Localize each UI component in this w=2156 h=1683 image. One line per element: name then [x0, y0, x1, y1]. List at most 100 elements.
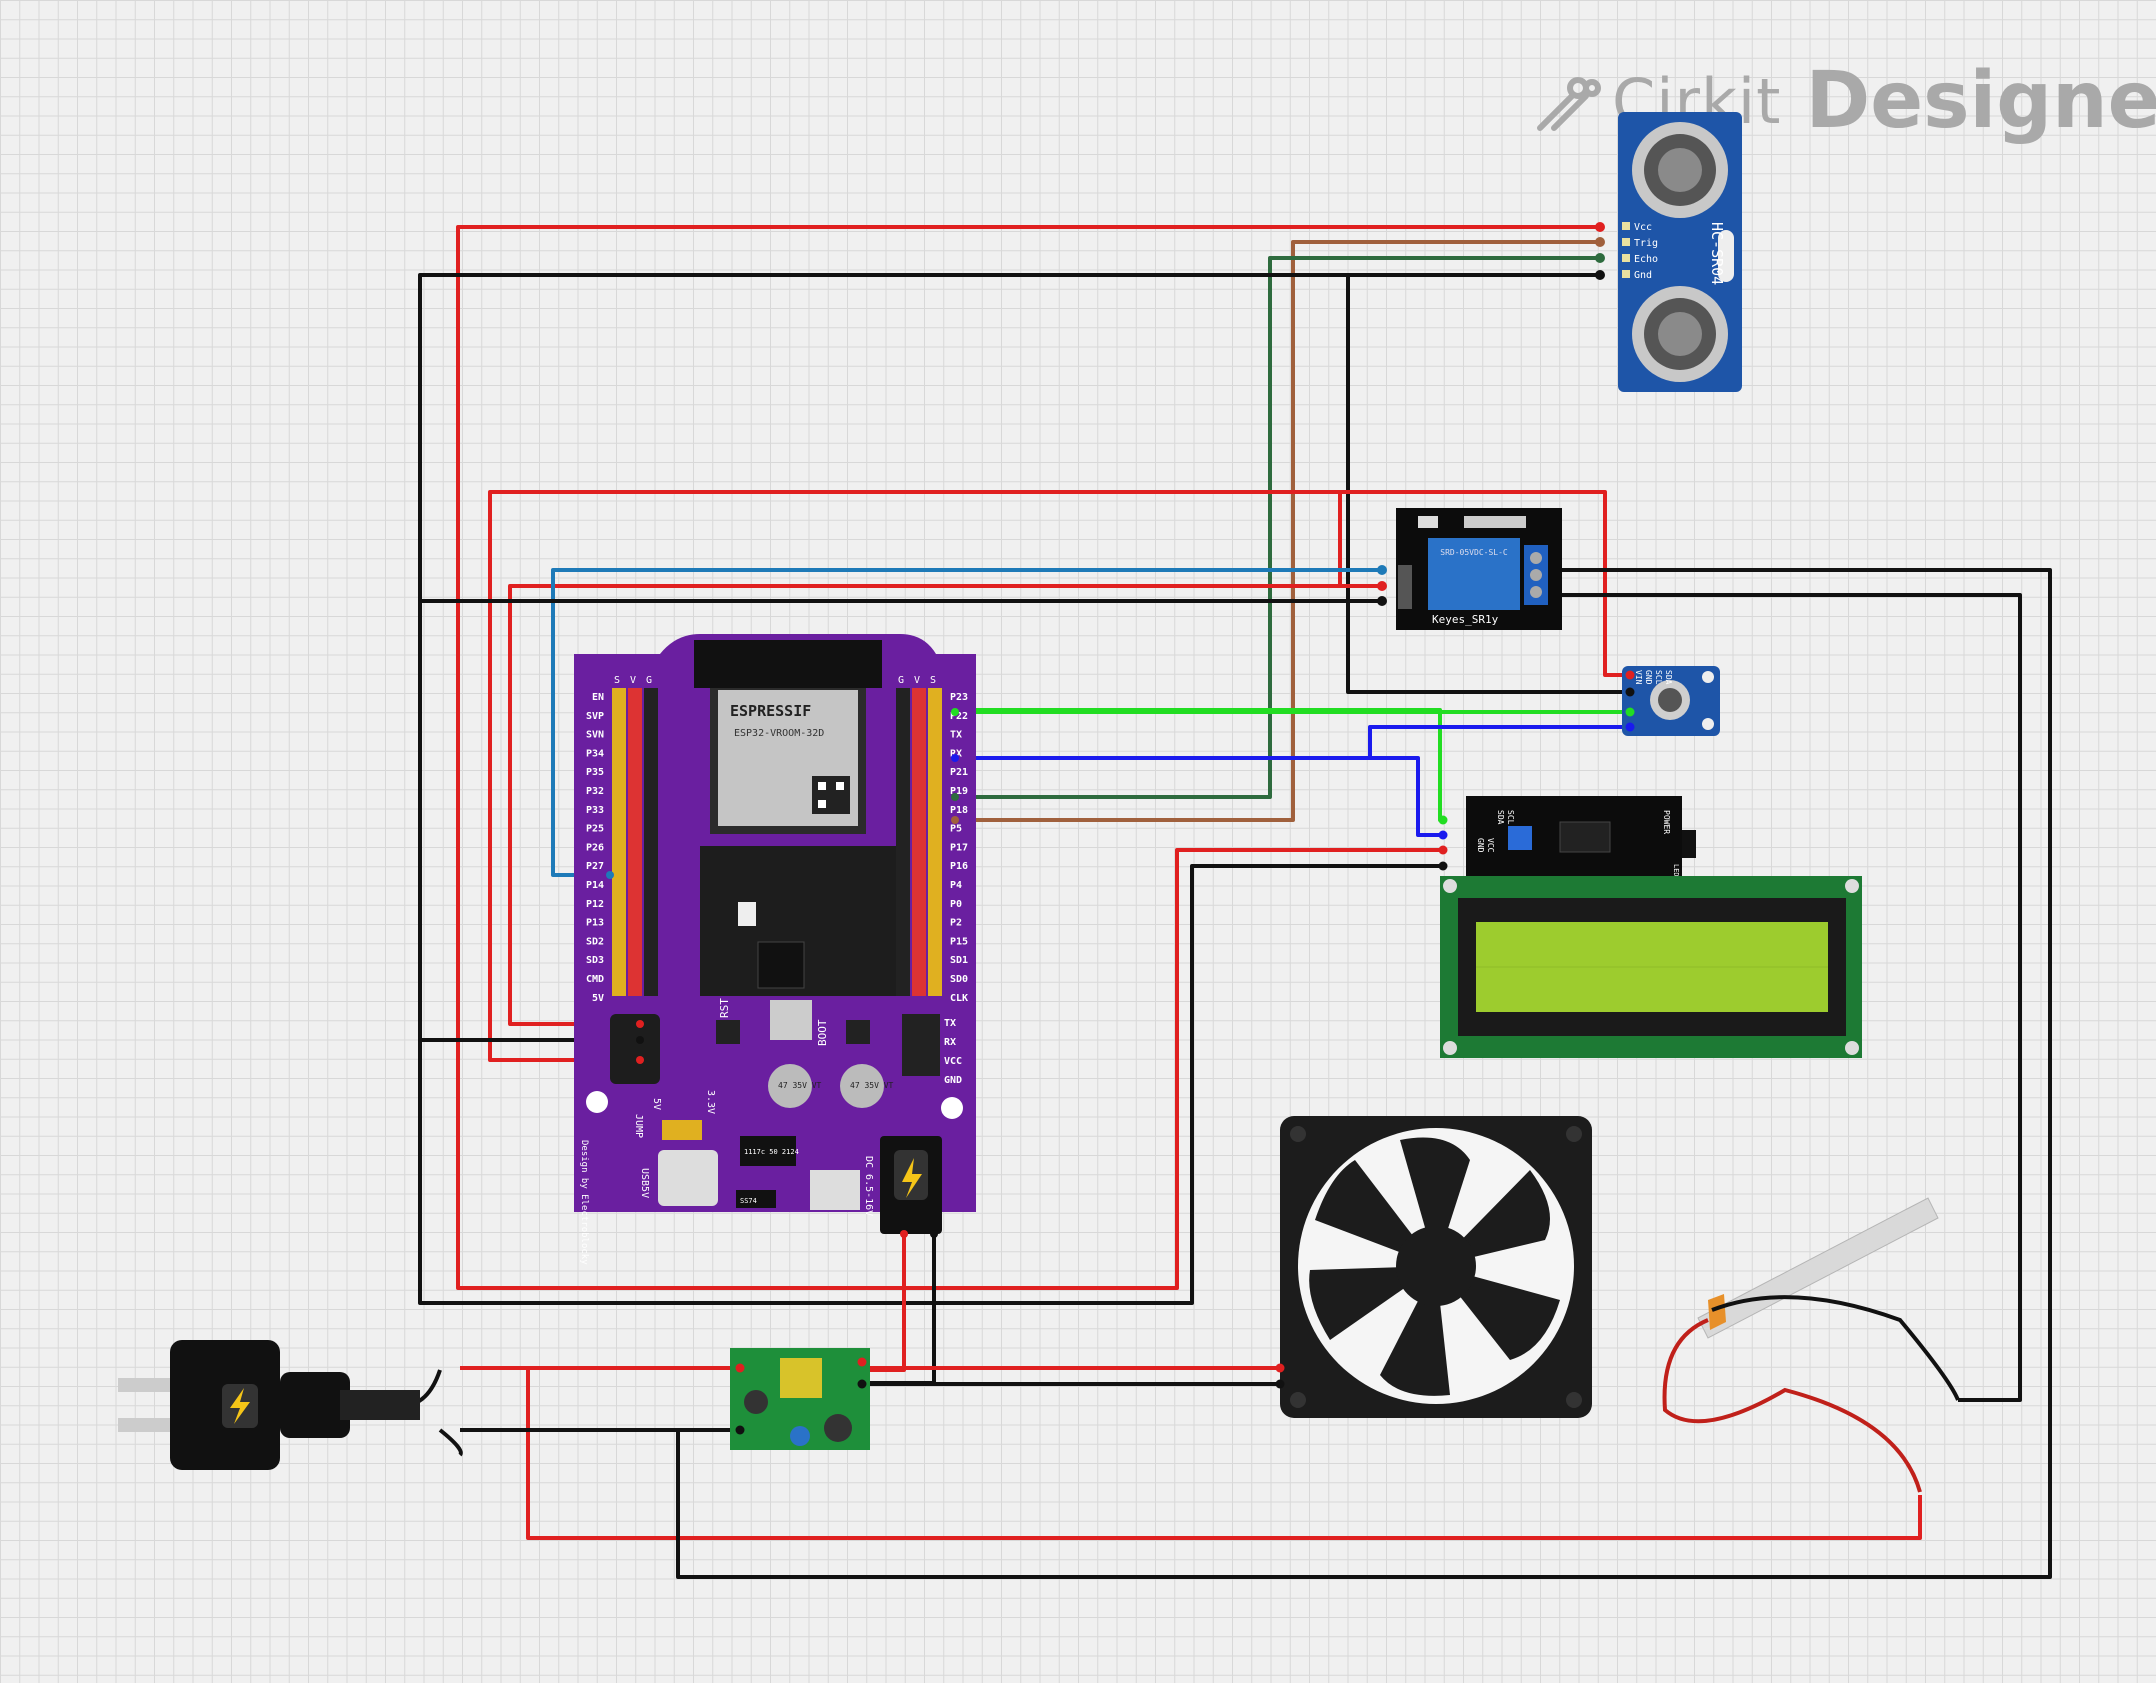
relay-name-label: Keyes_SR1y	[1432, 613, 1499, 626]
wire-temp-vin	[1340, 490, 1630, 677]
left-pin-label: CMD	[586, 974, 604, 985]
wifi-antenna	[694, 640, 882, 688]
regulator-label: 1117c 50 2124	[744, 1148, 799, 1156]
lightning-icon	[230, 1388, 250, 1424]
right-pin-label: P22	[950, 711, 968, 722]
right-pin-label: P18	[950, 805, 968, 816]
right-pin-label: P23	[950, 692, 968, 703]
left-pin-label: P12	[586, 899, 604, 910]
fan-blades-icon	[1309, 1137, 1560, 1396]
right-pin-label: TX	[950, 730, 962, 741]
left-pin-label: SD3	[586, 955, 604, 966]
sensor-pin-gnd: Gnd	[1634, 270, 1652, 281]
svg-text:GND: GND	[944, 1075, 962, 1086]
svg-text:V: V	[630, 675, 636, 686]
relay-led	[1418, 516, 1438, 528]
temp-pin-scl: SCL	[1654, 670, 1663, 685]
jst-connector	[810, 1170, 860, 1210]
temp-pin-sda: SDA	[1664, 670, 1673, 685]
left-pin-label: P26	[586, 842, 604, 853]
plug-prong-top	[118, 1378, 176, 1392]
left-pin-labels: ENSVPSVNP34P35P32P33P25P26P27P14P12P13SD…	[586, 692, 604, 1004]
lcd-pin-scl: SCL	[1506, 810, 1515, 825]
left-pin-label: SVN	[586, 730, 604, 741]
cap2-label: 47 35V VT	[850, 1081, 894, 1090]
svg-text:S: S	[614, 675, 620, 686]
circuit-logo-icon	[1537, 77, 1601, 131]
relay-header	[1398, 565, 1412, 609]
relay-module[interactable]: SRD-05VDC-SL-C Keyes_SR1y	[1377, 508, 1562, 630]
sensor-transducer-top	[1632, 122, 1728, 218]
power-jumper	[610, 1014, 660, 1084]
lcd-display-module[interactable]: POWER GND VCC SDA SCL LED	[1438, 796, 1863, 1058]
psu-transformer	[780, 1358, 822, 1398]
temp-pin-gnd: GND	[1644, 670, 1653, 685]
right-pin-labels: P23P22TXRXP21P19P18P5P17P16P4P0P2P15SD1S…	[950, 692, 968, 1004]
left-pin-label: P32	[586, 786, 604, 797]
lcd-pin-gnd: GND	[1476, 838, 1485, 853]
sensor-connector-dots	[1595, 222, 1605, 280]
left-pin-label: P14	[586, 880, 604, 891]
cooling-fan[interactable]	[1275, 1116, 1593, 1418]
capacitor-2	[840, 1064, 884, 1108]
jump-label: JUMP	[633, 1114, 644, 1138]
rst-label: RST	[718, 998, 731, 1018]
right-pin-label: P16	[950, 861, 968, 872]
svg-text:TX: TX	[944, 1018, 956, 1029]
esp-connection-dots	[606, 708, 959, 1064]
sensor-model-label: HC-SR04	[1708, 222, 1726, 285]
ptc-heater-element[interactable]	[1662, 1197, 1960, 1493]
left-pin-label: SD2	[586, 936, 604, 947]
usb5v-label: USB5V	[639, 1168, 650, 1198]
esp-brand-label: ESPRESSIF	[730, 702, 811, 720]
sensor-pin-echo: Echo	[1634, 254, 1658, 265]
wire-sda-lcd	[955, 756, 1443, 837]
left-pin-label: P25	[586, 824, 604, 835]
usb-uart-chip	[757, 941, 805, 989]
left-pin-label: SVP	[586, 711, 604, 722]
lcd-pin-labels: GND VCC SDA SCL	[1476, 810, 1515, 853]
wire-relay-gnd	[418, 599, 1382, 1042]
usb-c-port[interactable]	[658, 1150, 718, 1206]
plug-prong-bottom	[118, 1418, 176, 1432]
design-credit: Design by Electroblocky	[579, 1140, 589, 1265]
right-pin-label: RX	[950, 748, 962, 759]
contrast-potentiometer	[1508, 826, 1532, 850]
right-pin-label: P0	[950, 899, 962, 910]
uart-pin-labels: TX RX VCC GND	[944, 1018, 962, 1086]
right-pin-label: P19	[950, 786, 968, 797]
right-pin-header	[896, 688, 942, 996]
boot-label: BOOT	[816, 1019, 829, 1046]
right-pin-label: P15	[950, 936, 968, 947]
svg-text:G: G	[646, 675, 652, 686]
left-pin-label: 5V	[592, 993, 604, 1004]
wire-sda-temp	[1368, 725, 1630, 758]
left-pin-label: P34	[586, 748, 604, 759]
hc-sr04-sensor[interactable]: HC-SR04 Vcc Trig Echo Gnd	[1595, 112, 1742, 392]
right-pin-label: SD1	[950, 955, 968, 966]
temp-pin-vin: VIN	[1634, 670, 1643, 685]
capacitor-1	[768, 1064, 812, 1108]
right-pin-label: P5	[950, 824, 962, 835]
lcd-led-label: LED	[1672, 864, 1680, 877]
lcd-pin-sda: SDA	[1496, 810, 1505, 825]
relay-part-label: SRD-05VDC-SL-C	[1440, 548, 1508, 557]
dc-label: DC 6.5-16V	[863, 1156, 874, 1216]
left-pin-label: P33	[586, 805, 604, 816]
left-pin-header	[612, 688, 658, 996]
reset-connector	[770, 1000, 812, 1040]
right-pin-label: SD0	[950, 974, 968, 985]
ac-dc-power-module[interactable]	[730, 1348, 870, 1450]
right-pin-label: CLK	[950, 993, 968, 1004]
right-pin-label: P2	[950, 918, 962, 929]
sensor-pin-trig: Trig	[1634, 238, 1658, 249]
sensor-transducer-bottom	[1632, 286, 1728, 382]
left-pin-label: P27	[586, 861, 604, 872]
esp-module-label: ESP32-VROOM-32D	[734, 728, 824, 739]
mains-plug[interactable]	[118, 1340, 420, 1470]
wire-sensor-echo	[955, 256, 1600, 799]
wire-sensor-vcc	[456, 225, 1600, 1290]
ir-temperature-sensor[interactable]: VIN GND SCL SDA	[1622, 666, 1720, 736]
